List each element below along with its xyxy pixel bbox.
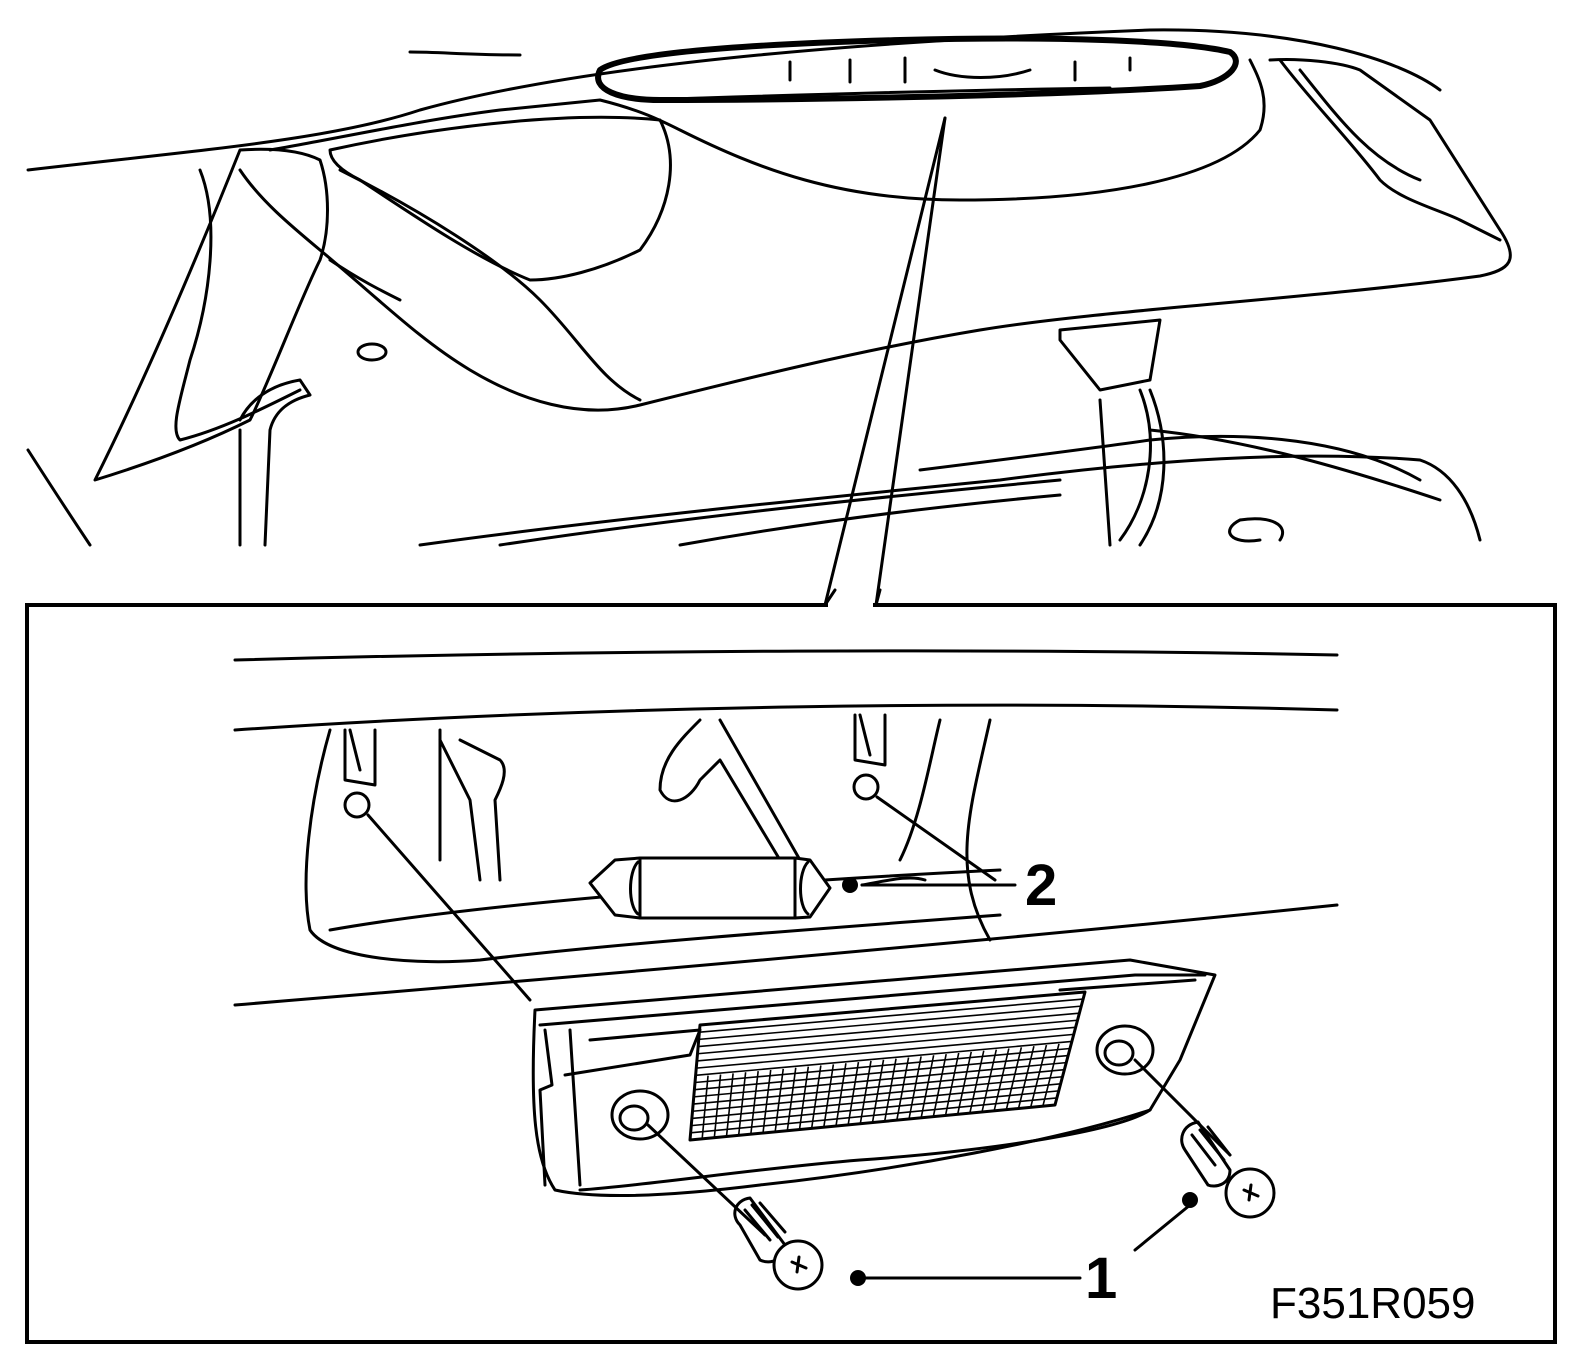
lens-grid-line	[701, 1075, 709, 1139]
lens-grid-line	[1029, 1044, 1048, 1108]
lens-grid-line	[908, 1056, 922, 1120]
screw-hole-left	[610, 1089, 670, 1141]
lens-grid-line	[1005, 1047, 1023, 1110]
callout-dot-2	[842, 877, 858, 893]
lens-grid-line	[896, 1057, 910, 1121]
lens-grid-line	[847, 1061, 860, 1125]
lens-grid-line	[981, 1049, 998, 1113]
license-plate-light-unit	[531, 958, 1217, 1197]
leader-lines	[366, 795, 1232, 1286]
callout-dot-1	[850, 1270, 866, 1286]
lens-grid-line	[1042, 1043, 1060, 1107]
callout-label-1: 1	[1085, 1246, 1117, 1311]
lens-grid-line	[944, 1052, 960, 1116]
lens-grid-line	[750, 1071, 759, 1135]
lens-grid-line	[859, 1060, 872, 1124]
lens-grid-line	[835, 1063, 847, 1127]
callout-dot-1b	[1182, 1192, 1198, 1208]
lens-stripe	[696, 1033, 1074, 1069]
lens-grid-line	[920, 1055, 935, 1118]
lens-stripe	[697, 1019, 1078, 1055]
lens-grid-line	[762, 1069, 772, 1134]
detail-view: 2 1 F351R059	[233, 649, 1475, 1328]
car-rear-overview	[26, 28, 1512, 607]
lens-grid	[690, 998, 1084, 1139]
lens-grid-line	[798, 1066, 810, 1130]
detail-frame	[25, 603, 1557, 1344]
lens-grid-line	[737, 1072, 747, 1136]
lens-stripe	[699, 998, 1084, 1033]
figure-code: F351R059	[1270, 1279, 1475, 1328]
lens-grid-line	[932, 1053, 947, 1117]
bulb	[588, 856, 832, 920]
lens-grid-line	[993, 1048, 1010, 1112]
lens-stripe	[695, 1040, 1072, 1077]
lens-grid-line	[871, 1059, 885, 1123]
lens-grid-line	[725, 1073, 734, 1137]
lens-stripe	[698, 1012, 1080, 1048]
screw-hole-right	[1095, 1024, 1155, 1076]
lens-stripe	[696, 1026, 1076, 1062]
lens-grid-line	[1017, 1046, 1035, 1109]
lens-grid-line	[786, 1067, 797, 1131]
callout-label-2: 2	[1025, 853, 1057, 918]
lens-stripe	[698, 1005, 1082, 1041]
lens-grid-line	[823, 1064, 835, 1128]
lens-grid-line	[969, 1050, 985, 1114]
lens-grid-line	[713, 1074, 722, 1138]
screw-right	[1180, 1120, 1276, 1219]
lens-grid-line	[810, 1065, 822, 1129]
lens-grid-line	[956, 1051, 973, 1115]
lens-grid-line	[883, 1058, 897, 1122]
lens-grid-line	[774, 1068, 785, 1132]
